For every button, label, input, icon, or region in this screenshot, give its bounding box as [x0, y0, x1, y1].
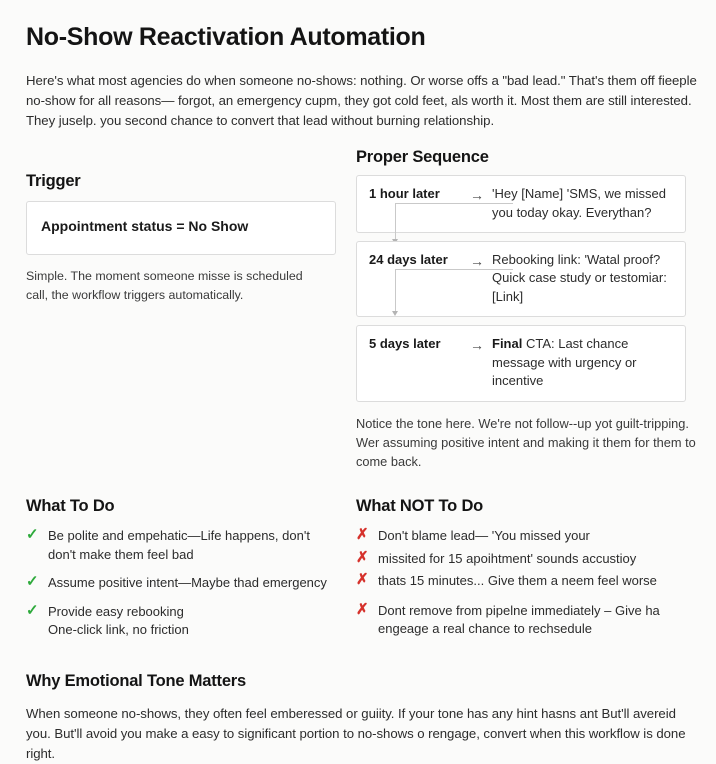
- sequence-step-text: Final CTA: Last chance message with urge…: [492, 335, 673, 390]
- sequence-step-delay: 5 days later: [369, 336, 441, 352]
- connector-vertical: [395, 203, 396, 240]
- cross-icon: ✗: [356, 571, 369, 589]
- list-item-text: Be polite and empehatic—Life happens, do…: [48, 526, 356, 564]
- trigger-condition-text: Appointment status = No Show: [41, 218, 249, 235]
- sequence-heading: Proper Sequence: [356, 148, 489, 167]
- list-item-text: Provide easy rebooking One-click link, n…: [48, 602, 356, 640]
- list-item-text: Dont remove from pipelne immediately – G…: [378, 601, 702, 639]
- intro-paragraph: Here's what most agencies do when someon…: [26, 72, 697, 128]
- list-item-sub: engeage a real chance to rechsedule: [378, 621, 592, 637]
- list-item-main: Dont remove from pipelne immediately – G…: [378, 602, 660, 618]
- list-item-text: Don't blame lead— 'You missed your: [378, 528, 590, 544]
- list-item-text: missited for 15 apoihtment' sounds accus…: [378, 550, 637, 566]
- trigger-column: Trigger Appointment status = No Show Sim…: [26, 148, 356, 471]
- sequence-step-text: Rebooking link: 'Watal proof? Quick case…: [492, 251, 673, 306]
- list-item-text: thats 15 minutes... Give them a neem fee…: [378, 573, 657, 589]
- dont-heading: What NOT To Do: [356, 497, 484, 516]
- sequence-step: 24 days later → Rebooking link: 'Watal p…: [356, 240, 686, 318]
- connector-arrowhead-icon: [392, 310, 398, 316]
- sequence-column: Proper Sequence 1 hour later → 'Hey [Nam…: [356, 148, 702, 471]
- list-item: ✗ Don't blame lead— 'You missed your: [356, 526, 702, 545]
- sequence-step-body: CTA: Last chance message with urgency or…: [492, 336, 637, 389]
- connector-vertical: [395, 268, 396, 311]
- do-column: What To Do ✓ Be polite and empehatic—Lif…: [26, 497, 356, 641]
- do-dont-row: What To Do ✓ Be polite and empehatic—Lif…: [26, 497, 690, 641]
- do-heading: What To Do: [26, 497, 115, 516]
- trigger-section: Trigger Appointment status = No Show Sim…: [26, 172, 356, 304]
- list-item: ✓ Assume positive intent—Maybe thad emer…: [26, 573, 356, 592]
- why-paragraph: When someone no-shows, they often feel e…: [26, 705, 686, 762]
- dont-list: ✗ Don't blame lead— 'You missed your ✗ m…: [356, 526, 702, 638]
- why-heading: Why Emotional Tone Matters: [26, 671, 247, 690]
- page-title: No-Show Reactivation Automation: [26, 23, 426, 51]
- check-icon: ✓: [26, 573, 39, 591]
- list-item: ✓ Provide easy rebooking One-click link,…: [26, 602, 356, 640]
- list-item-main: Assume positive intent—Maybe thad emerge…: [48, 575, 327, 591]
- trigger-heading: Trigger: [26, 172, 81, 191]
- sequence-step-body: Rebooking link: 'Watal proof? Quick case…: [492, 251, 667, 304]
- trigger-note: Simple. The moment someone misse is sche…: [26, 269, 303, 302]
- sequence-step-delay: 1 hour later: [369, 186, 440, 202]
- list-item: ✓ Be polite and empehatic—Life happens, …: [26, 526, 356, 564]
- sequence-list: 1 hour later → 'Hey [Name] 'SMS, we miss…: [356, 175, 686, 402]
- arrow-right-icon: →: [470, 187, 484, 204]
- main-columns: Trigger Appointment status = No Show Sim…: [26, 148, 696, 471]
- list-item-sub: don't make them feel bad: [48, 546, 194, 562]
- cross-icon: ✗: [356, 526, 369, 544]
- list-item-sub: One-click link, no friction: [48, 622, 189, 638]
- check-icon: ✓: [26, 601, 39, 619]
- list-item-text: Assume positive intent—Maybe thad emerge…: [48, 573, 356, 592]
- sequence-step-bold: Final: [492, 336, 523, 352]
- sequence-step: 5 days later → Final CTA: Last chance me…: [356, 325, 686, 402]
- trigger-condition-box: Appointment status = No Show: [26, 201, 336, 256]
- check-icon: ✓: [26, 526, 39, 544]
- why-section: Why Emotional Tone Matters When someone …: [26, 672, 690, 764]
- sequence-step-delay: 24 days later: [369, 251, 448, 267]
- cross-icon: ✗: [356, 548, 369, 566]
- list-item: ✗ Dont remove from pipelne immediately –…: [356, 601, 702, 639]
- sequence-step: 1 hour later → 'Hey [Name] 'SMS, we miss…: [356, 175, 686, 245]
- cross-icon: ✗: [356, 600, 369, 618]
- list-item: ✗ missited for 15 apoihtment' sounds acc…: [356, 549, 702, 568]
- arrow-right-icon: →: [470, 252, 484, 269]
- do-list: ✓ Be polite and empehatic—Life happens, …: [26, 526, 356, 639]
- sequence-step-body: 'Hey [Name] 'SMS, we missed you today ok…: [492, 186, 667, 220]
- sequence-step-text: 'Hey [Name] 'SMS, we missed you today ok…: [492, 185, 673, 222]
- list-item-main: Provide easy rebooking: [48, 603, 184, 619]
- document-page: No-Show Reactivation Automation Here's w…: [26, 23, 697, 761]
- sequence-note: Notice the tone here. We're not follow--…: [356, 415, 696, 470]
- list-item-main: Be polite and empehatic—Life happens, do…: [48, 528, 310, 544]
- dont-column: What NOT To Do ✗ Don't blame lead— 'You …: [356, 497, 702, 641]
- arrow-right-icon: →: [470, 337, 484, 354]
- list-item: ✗ thats 15 minutes... Give them a neem f…: [356, 571, 702, 590]
